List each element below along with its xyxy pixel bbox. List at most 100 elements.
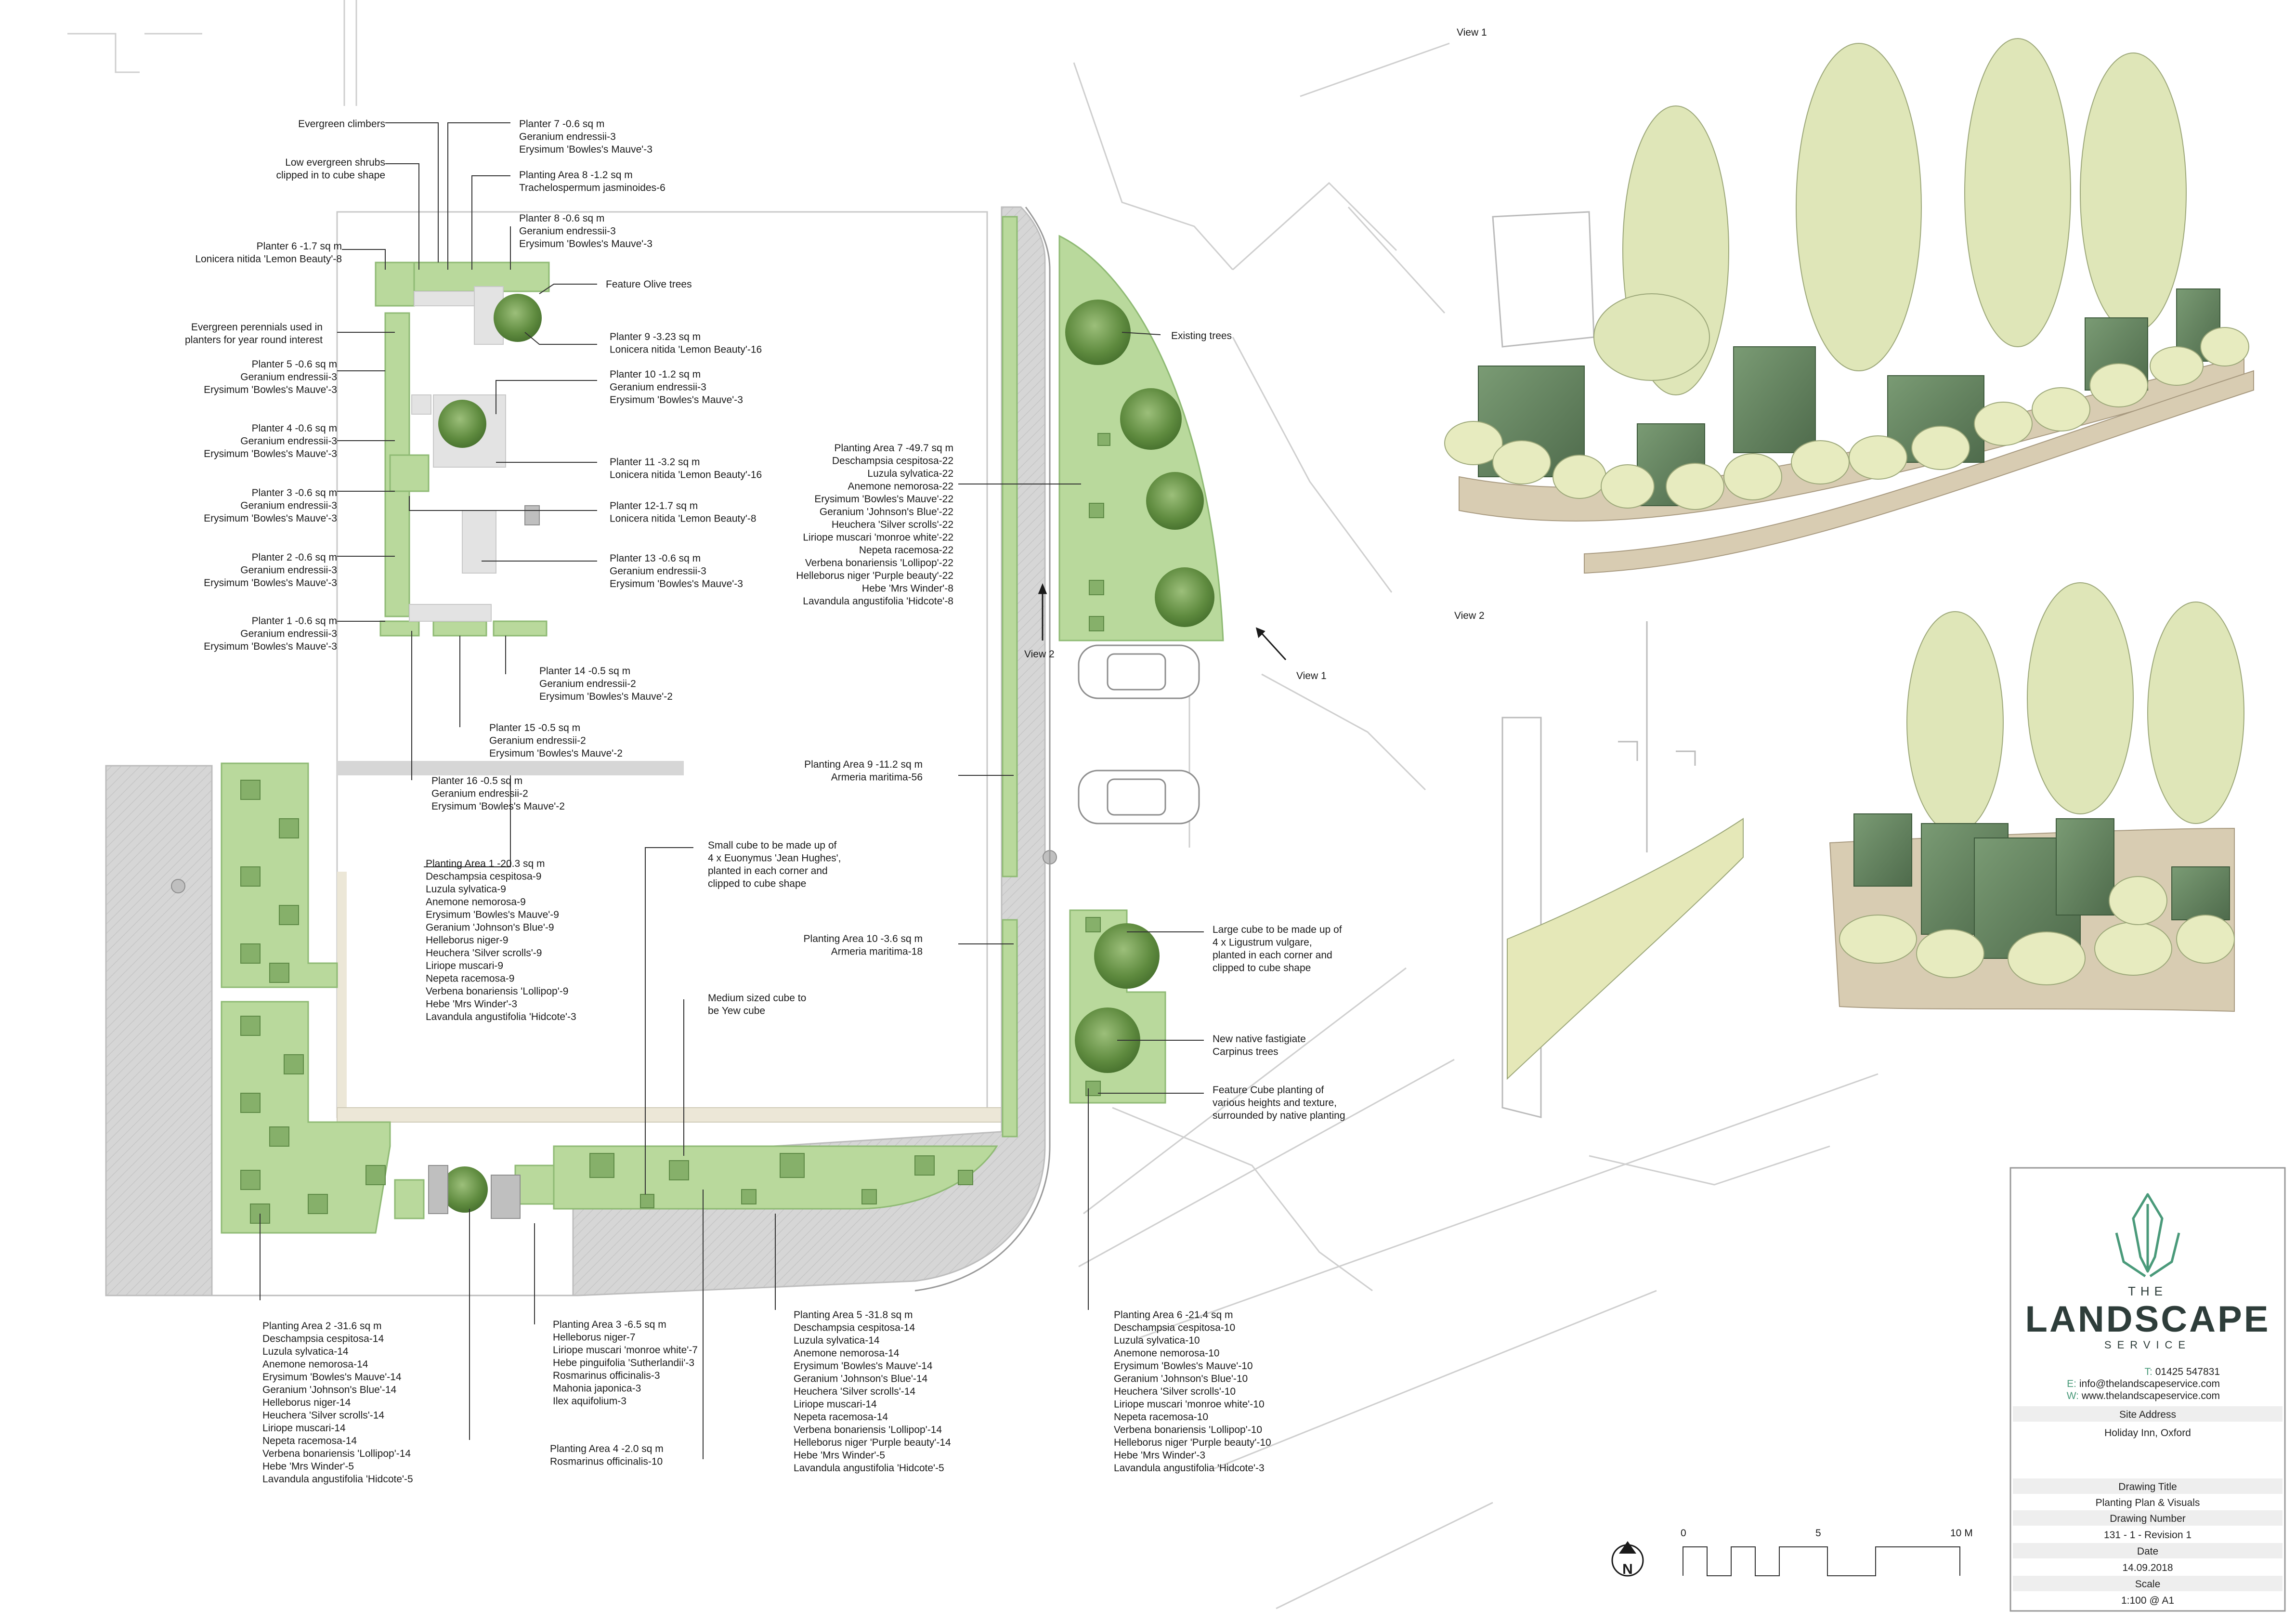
label-line: Anemone nemorosa-22 <box>848 481 953 492</box>
label-line: Planter 16 -0.5 sq m <box>431 775 522 786</box>
label-line: Planter 6 -1.7 sq m <box>257 241 342 252</box>
label-line: Geranium endressii-3 <box>519 226 616 237</box>
label-line: Lonicera nitida 'Lemon Beauty'-8 <box>195 254 342 265</box>
label-line: Planter 1 -0.6 sq m <box>252 615 337 627</box>
label-line: Erysimum 'Bowles's Mauve'-3 <box>204 448 337 459</box>
label-line: Planter 9 -3.23 sq m <box>610 331 701 342</box>
label-line: Anemone nemorosa-14 <box>794 1348 900 1359</box>
logo-service: SERVICE <box>2104 1339 2191 1351</box>
label-line: Luzula sylvatica-10 <box>1114 1335 1200 1346</box>
label-line: Erysimum 'Bowles's Mauve'-10 <box>1114 1360 1253 1372</box>
label-line: Planting Area 5 -31.8 sq m <box>794 1309 913 1321</box>
label-line: Planter 2 -0.6 sq m <box>252 552 337 563</box>
label-line: Luzula sylvatica-22 <box>867 468 953 479</box>
label-line: Hebe 'Mrs Winder'-5 <box>794 1450 885 1461</box>
label-line: Erysimum 'Bowles's Mauve'-3 <box>519 144 652 155</box>
label-line: Heuchera 'Silver scrolls'-10 <box>1114 1386 1236 1397</box>
label-line: planters for year round interest <box>185 335 323 346</box>
label-line: Planting Area 4 -2.0 sq m <box>550 1443 664 1454</box>
olive-tree-1 <box>494 294 542 342</box>
existing-tree-2 <box>1120 388 1182 450</box>
cube-shrubs <box>240 433 1110 1224</box>
label-line: Verbena bonariensis 'Lollipop'-9 <box>426 986 568 997</box>
label-line: 4 x Ligustrum vulgare, <box>1213 937 1312 948</box>
logo-main: LANDSCAPE <box>2025 1299 2270 1340</box>
label-line: Deschampsia cespitosa-10 <box>1114 1322 1235 1334</box>
label-line: Liriope muscari 'monroe white'-7 <box>553 1345 698 1356</box>
label-line: Armeria maritima-56 <box>831 772 923 783</box>
label-line: Lavandula angustifolia 'Hidcote'-5 <box>794 1463 944 1474</box>
north-label: N <box>1622 1561 1633 1577</box>
logo-the: THE <box>2128 1284 2167 1298</box>
label-existing-trees: Existing trees <box>1171 330 1232 341</box>
date: 14.09.2018 <box>2122 1562 2173 1573</box>
label-line: Geranium endressii-3 <box>610 566 706 577</box>
road-kerb <box>914 207 1051 1292</box>
label-line: Luzula sylvatica-14 <box>262 1346 349 1357</box>
label-line: Small cube to be made up of <box>708 840 836 851</box>
label-line: Erysimum 'Bowles's Mauve'-3 <box>610 394 743 406</box>
phone-line: T: 01425 547831 <box>2145 1366 2220 1377</box>
label-line: Erysimum 'Bowles's Mauve'-3 <box>204 641 337 652</box>
label-line: Lavandula angustifolia 'Hidcote'-3 <box>1114 1463 1265 1474</box>
label-line: clipped in to cube shape <box>276 170 386 181</box>
label-line: Anemone nemorosa-9 <box>426 897 526 908</box>
label-line: Verbena bonariensis 'Lollipop'-22 <box>805 558 953 569</box>
label-line: Erysimum 'Bowles's Mauve'-3 <box>204 384 337 395</box>
scale-tick-10: 10 M <box>1950 1528 1973 1539</box>
view-1-title: View 1 <box>1457 27 1487 38</box>
label-line: Planter 8 -0.6 sq m <box>519 213 604 224</box>
label-line: Planting Area 7 -49.7 sq m <box>835 443 953 454</box>
label-line: Lonicera nitida 'Lemon Beauty'-16 <box>610 470 762 481</box>
north-arrow <box>1611 1541 1644 1577</box>
label-line: Feature Olive trees <box>606 279 692 290</box>
label-line: Geranium endressii-3 <box>240 500 337 511</box>
label-line: Planter 7 -0.6 sq m <box>519 118 604 130</box>
olive-tree-2 <box>438 400 486 448</box>
label-line: Nepeta racemosa-10 <box>1114 1412 1208 1423</box>
label-line: Helleborus niger-9 <box>426 935 509 946</box>
label-line: Helleborus niger 'Purple beauty'-22 <box>796 570 953 581</box>
label-line: Trachelospermum jasminoides-6 <box>519 183 665 194</box>
label-line: Geranium 'Johnson's Blue'-22 <box>820 507 953 518</box>
label-line: Geranium endressii-3 <box>610 382 706 393</box>
drawing-title: Planting Plan & Visuals <box>2096 1497 2200 1508</box>
label-line: Deschampsia cespitosa-9 <box>426 871 541 882</box>
label-line: 4 x Euonymus 'Jean Hughes', <box>708 853 841 864</box>
carpinus-tree-1 <box>1094 923 1160 989</box>
label-line: Geranium endressii-3 <box>240 372 337 383</box>
label-line: Hebe 'Mrs Winder'-3 <box>426 999 517 1010</box>
label-line: Liriope muscari-14 <box>794 1399 877 1410</box>
label-line: Evergreen climbers <box>298 118 385 130</box>
view-arrows <box>1038 583 1287 661</box>
title-block <box>2009 1167 2286 1612</box>
label-line: Anemone nemorosa-10 <box>1114 1348 1219 1359</box>
date-label: Date <box>2137 1546 2158 1557</box>
label-line: Planting Area 1 -20.3 sq m <box>426 858 545 869</box>
label-line: clipped to cube shape <box>1213 963 1311 974</box>
view-1-arrow-label: View 1 <box>1296 670 1327 681</box>
label-line: Hebe 'Mrs Winder'-8 <box>862 583 953 594</box>
label-line: Planter 14 -0.5 sq m <box>539 666 630 677</box>
label-line: Nepeta racemosa-14 <box>262 1436 357 1447</box>
label-line: Helleborus niger 'Purple beauty'-14 <box>794 1437 951 1448</box>
label-line: Low evergreen shrubs <box>285 157 385 168</box>
label-line: Geranium endressii-2 <box>489 735 586 746</box>
label-line: Helleborus niger 'Purple beauty'-10 <box>1114 1437 1271 1448</box>
label-line: Planting Area 6 -21.4 sq m <box>1114 1309 1233 1321</box>
existing-tree-4 <box>1155 567 1214 627</box>
label-line: Heuchera 'Silver scrolls'-9 <box>426 948 542 959</box>
scale-value: 1:100 @ A1 <box>2121 1595 2174 1606</box>
